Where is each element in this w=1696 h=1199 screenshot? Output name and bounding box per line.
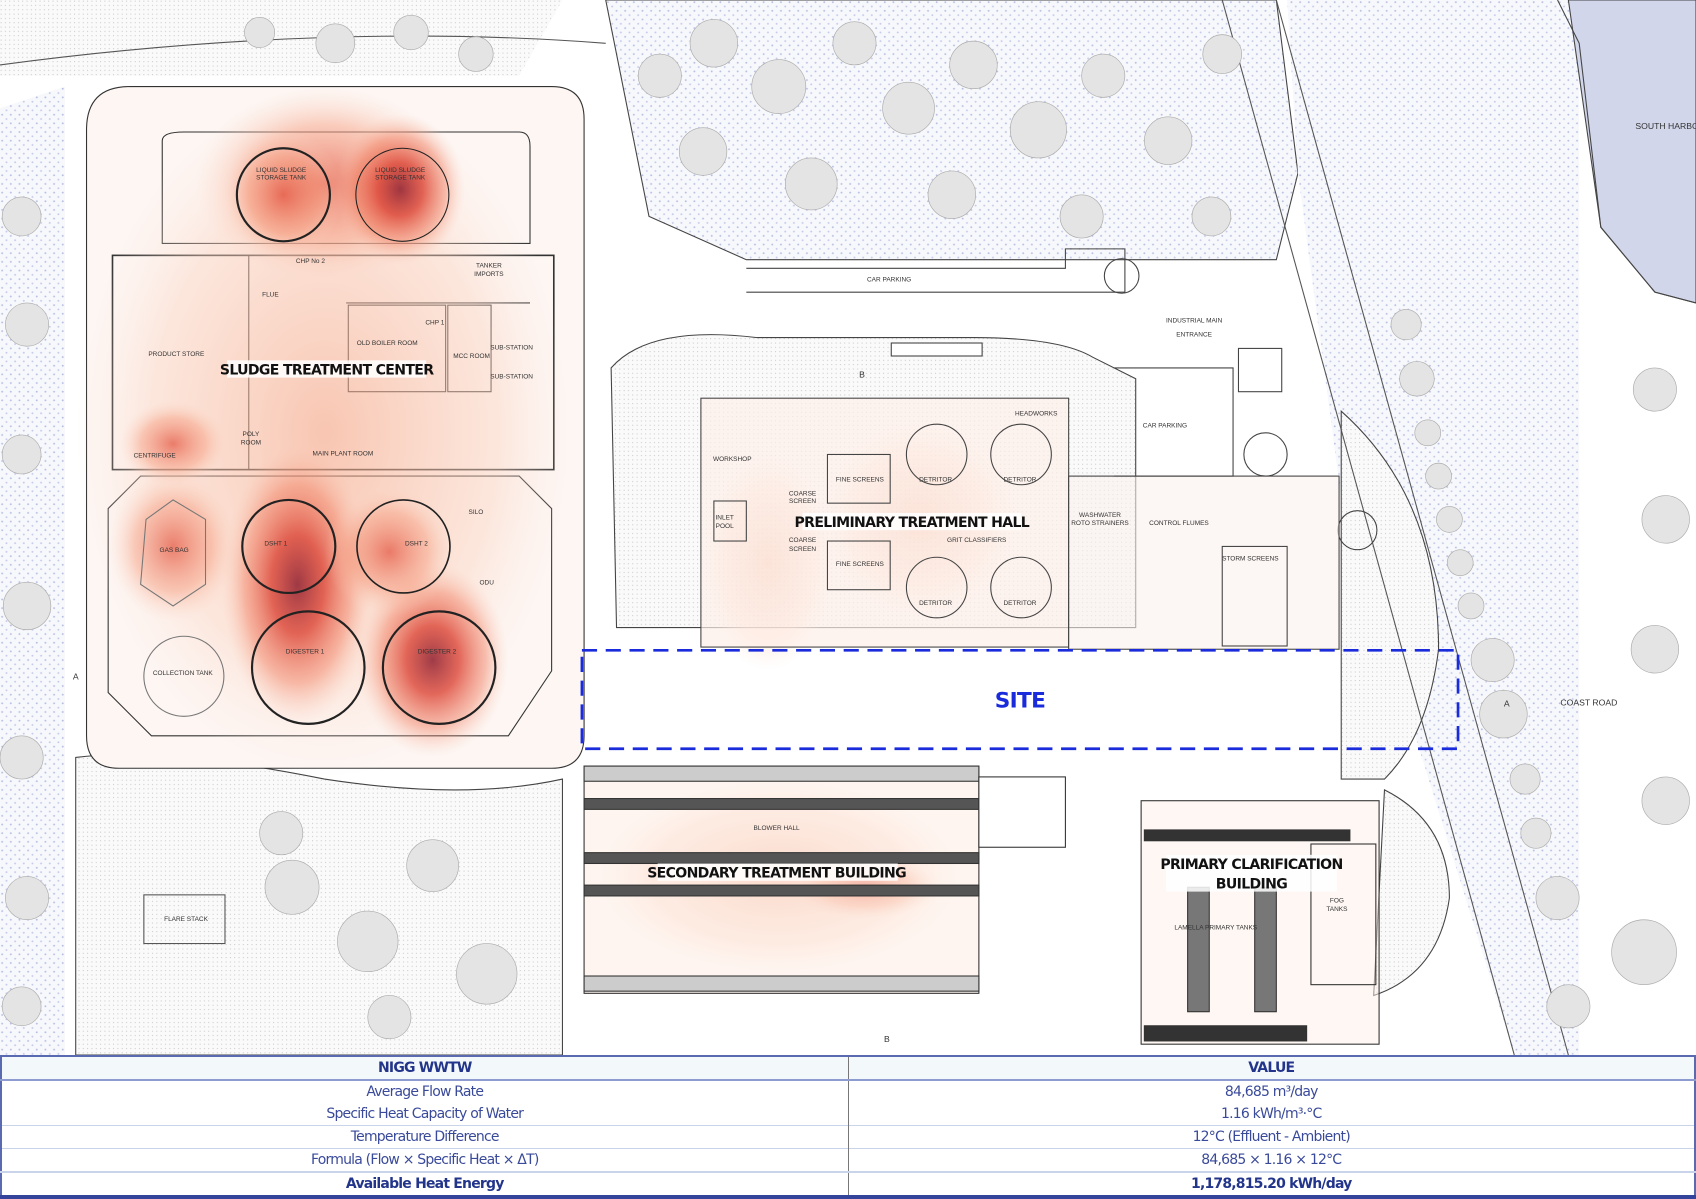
building-titles: SLUDGE TREATMENT CENTER PRELIMINARY TREA… — [220, 360, 1343, 892]
total-value: 1,178,815.20 kWh/day — [848, 1171, 1695, 1197]
room-label: DETRITOR — [1003, 600, 1036, 607]
room-label: DSHT 2 — [405, 540, 428, 547]
sludge-treatment-center-title: SLUDGE TREATMENT CENTER — [220, 362, 434, 378]
room-label: WORKSHOP — [713, 456, 752, 463]
room-label: FINE SCREENS — [836, 561, 885, 568]
room-label: TANKER — [476, 262, 502, 269]
car-parking — [746, 248, 1283, 477]
secondary-treatment-building-title: SECONDARY TREATMENT BUILDING — [647, 866, 906, 882]
site-label: SITE — [995, 689, 1046, 714]
heat-energy-table: NIGG WWTW VALUE Average Flow Rate 84,685… — [0, 1055, 1696, 1199]
row-value: 84,685 × 1.16 × 12°C — [848, 1148, 1695, 1172]
room-label: BLOWER HALL — [754, 825, 801, 832]
room-label: INLET — [716, 514, 734, 521]
room-label: GAS BAG — [160, 547, 189, 554]
table-row: Specific Heat Capacity of Water 1.16 kWh… — [1, 1103, 1695, 1126]
room-label: SCREEN — [789, 498, 816, 505]
room-label: STORM SCREENS — [1222, 556, 1279, 563]
row-label: Specific Heat Capacity of Water — [1, 1103, 849, 1126]
room-label: DIGESTER 1 — [286, 649, 325, 656]
room-label: COARSE — [789, 491, 817, 498]
room-label: DETRITOR — [919, 600, 952, 607]
room-label: SUB-STATION — [490, 374, 533, 381]
tank-label: LIQUID SLUDGE — [256, 167, 307, 174]
room-label: CONTROL FLUMES — [1149, 520, 1209, 527]
room-label: FLARE STACK — [164, 916, 209, 923]
room-label: IMPORTS — [474, 271, 504, 278]
plan-labels: SOUTH HARBOUR COAST ROAD LIQUID SLUDGEST… — [73, 121, 1696, 1044]
row-label: Temperature Difference — [1, 1125, 849, 1149]
tank-label: LIQUID SLUDGE — [375, 167, 426, 174]
tank-label: STORAGE TANK — [256, 175, 307, 182]
site-plan-map: SITE SOUTH HARBOUR COAST ROAD LIQUID SLU… — [0, 0, 1696, 1055]
total-label: Available Heat Energy — [1, 1171, 849, 1197]
row-value: 12°C (Effluent - Ambient) — [848, 1125, 1695, 1149]
room-label: FLUE — [262, 291, 279, 298]
room-label: ODU — [480, 579, 495, 586]
room-label: COARSE — [789, 537, 817, 544]
room-label: WASHWATER — [1079, 512, 1121, 519]
coast-road-label: COAST ROAD — [1560, 697, 1617, 707]
entrance-label: ENTRANCE — [1176, 332, 1212, 339]
column-header: VALUE — [848, 1056, 1695, 1081]
parking-label: CAR PARKING — [1143, 422, 1187, 429]
table-header-row: NIGG WWTW VALUE — [1, 1056, 1695, 1081]
row-label: Average Flow Rate — [1, 1080, 849, 1103]
row-value: 84,685 m³/day — [1224, 1084, 1319, 1100]
trees — [0, 14, 1690, 1040]
parking-label: CAR PARKING — [867, 276, 911, 283]
row-value: 1.16 kWh/m³·°C — [1221, 1106, 1322, 1122]
room-label: DSHT 1 — [264, 540, 287, 547]
room-label: COLLECTION TANK — [153, 670, 214, 677]
room-label: ROOM — [241, 440, 261, 447]
primary-clarification-building-title: PRIMARY CLARIFICATION — [1160, 857, 1342, 873]
table-row: Temperature Difference 12°C (Effluent - … — [1, 1125, 1695, 1149]
harbour-label: SOUTH HARBOUR — [1635, 121, 1696, 131]
room-label: DIGESTER 2 — [418, 649, 457, 656]
room-label: DETRITOR — [919, 477, 952, 484]
room-label: OLD BOILER ROOM — [357, 340, 418, 347]
room-label: SUB-STATION — [490, 345, 533, 352]
room-label: POOL — [716, 523, 734, 530]
room-label: MAIN PLANT ROOM — [312, 451, 373, 458]
site-boundary[interactable] — [580, 648, 1460, 751]
room-label: LAMELLA PRIMARY TANKS — [1174, 924, 1257, 931]
tanks — [140, 147, 1378, 725]
section-marker: A — [1504, 699, 1510, 709]
room-label: ROTO STRAINERS — [1071, 520, 1129, 527]
room-label: MCC ROOM — [453, 353, 490, 360]
room-label: CHP 1 — [425, 320, 444, 327]
room-label: TANKS — [1326, 906, 1348, 913]
room-label: POLY — [243, 431, 260, 438]
room-label: FINE SCREENS — [836, 477, 885, 484]
room-label: SCREEN — [789, 546, 816, 553]
tank-label: STORAGE TANK — [375, 175, 426, 182]
entrance-label: INDUSTRIAL MAIN — [1166, 317, 1223, 324]
section-marker: B — [884, 1034, 890, 1044]
column-header: NIGG WWTW — [1, 1056, 849, 1081]
room-label: CHP No 2 — [296, 258, 325, 265]
row-label: Formula (Flow × Specific Heat × ΔT) — [1, 1148, 849, 1172]
room-label: PRODUCT STORE — [148, 351, 205, 358]
table-total-row: Available Heat Energy 1,178,815.20 kWh/d… — [1, 1171, 1695, 1197]
preliminary-treatment-hall-title: PRELIMINARY TREATMENT HALL — [795, 515, 1030, 531]
table-row: Formula (Flow × Specific Heat × ΔT) 84,6… — [1, 1148, 1695, 1172]
section-marker: B — [859, 370, 865, 380]
table-row: Average Flow Rate 84,685 m³/day — [1, 1080, 1695, 1103]
primary-clarification-building — [1140, 800, 1380, 1045]
room-label: DETRITOR — [1003, 477, 1036, 484]
room-label: SILO — [469, 509, 484, 516]
room-label: CENTRIFUGE — [134, 453, 177, 460]
room-label: GRIT CLASSIFIERS — [947, 537, 1007, 544]
room-label: FOG — [1330, 897, 1344, 904]
section-marker: A — [73, 672, 79, 682]
room-label: HEADWORKS — [1015, 411, 1058, 418]
primary-clarification-building-title-line2: BUILDING — [1216, 876, 1287, 892]
